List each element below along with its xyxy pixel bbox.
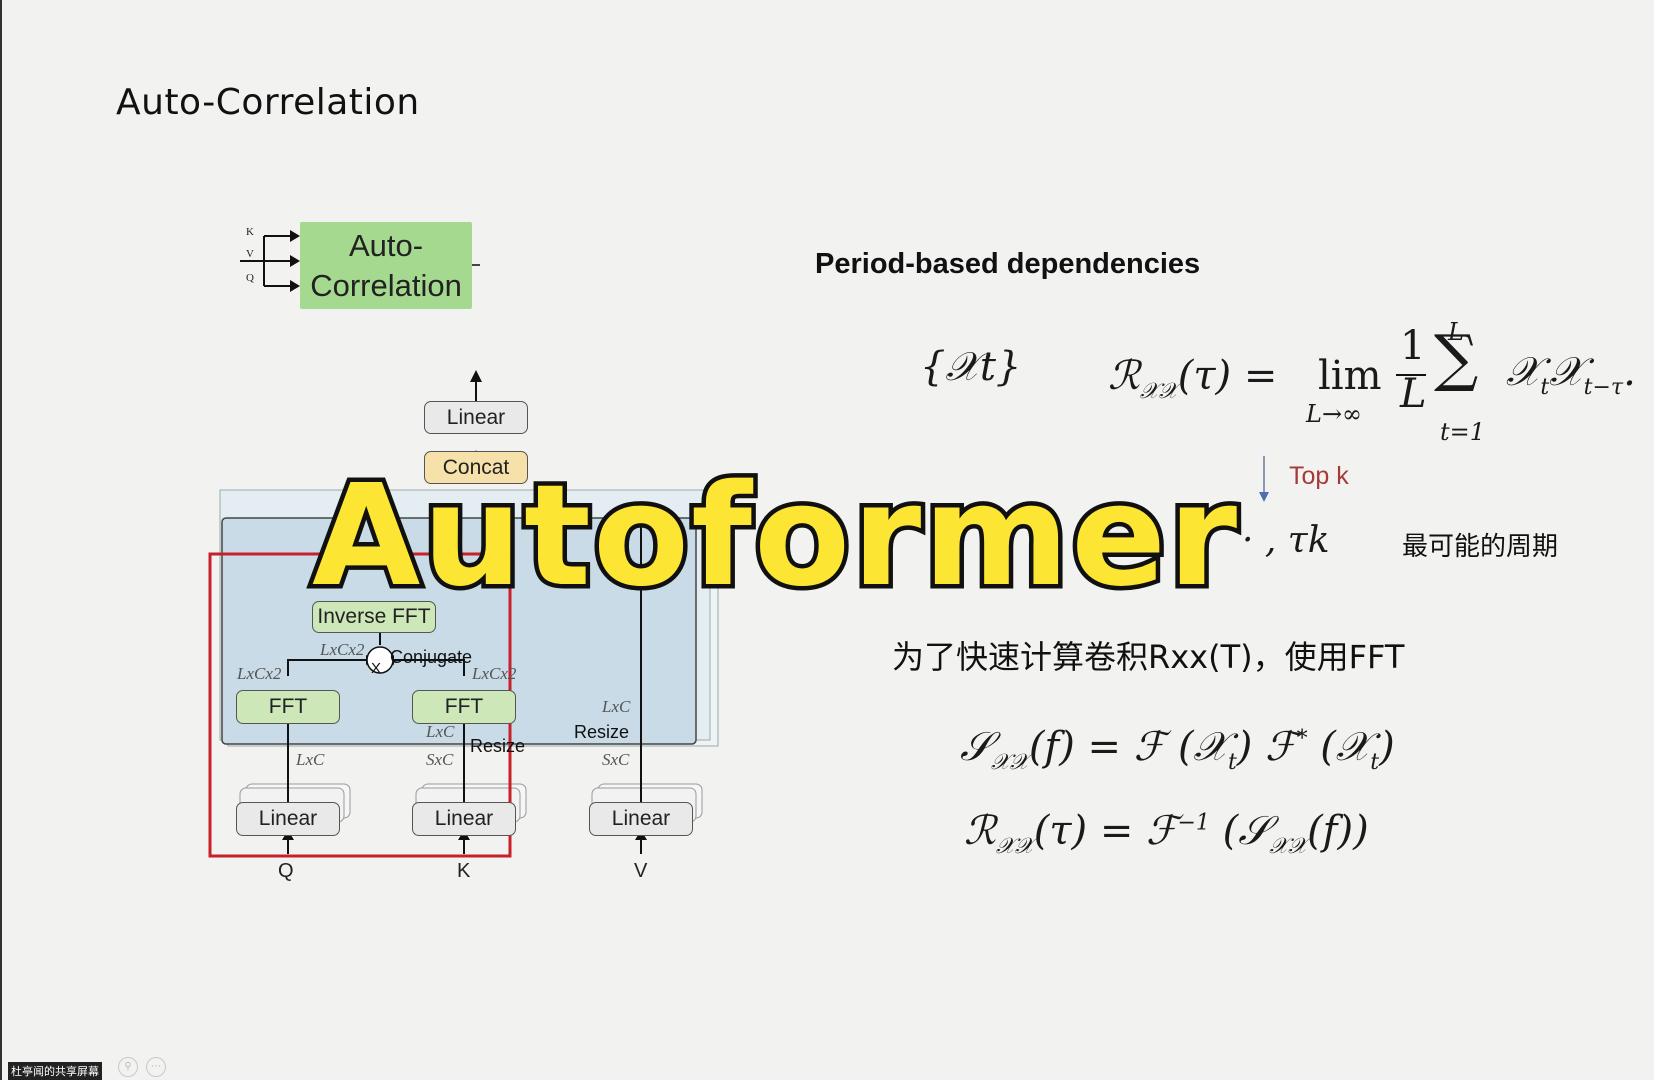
- conjugate-label: Conjugate: [390, 647, 473, 667]
- dim-v-sxc: SxC: [602, 750, 630, 769]
- period-dependencies-title: Period-based dependencies: [815, 248, 1201, 280]
- ac-input-arrows: [240, 230, 300, 292]
- share-zoom-icon[interactable]: ⚲: [118, 1057, 138, 1077]
- linear-k-box: Linear: [412, 802, 516, 836]
- linear-v-box: Linear: [589, 802, 693, 836]
- dim-q-lxc: LxC: [296, 750, 325, 769]
- ac-input-k: K: [246, 226, 254, 238]
- fft-left-box: FFT: [236, 690, 340, 724]
- dim-fft-left: LxCx2: [237, 664, 282, 683]
- resize-k-label: Resize: [470, 736, 526, 756]
- window-edge: [0, 0, 2, 1080]
- screen-share-label[interactable]: 杜亭闻的共享屏幕: [8, 1062, 102, 1080]
- auto-correlation-block: Auto- Correlation: [300, 222, 472, 309]
- ac-label-line1: Auto-: [348, 228, 424, 263]
- ac-input-v: V: [246, 248, 254, 260]
- dim-ifft-in: LxCx2: [320, 640, 365, 659]
- series-notation: {𝒳t}: [920, 344, 1022, 390]
- inverse-fft-box: Inverse FFT: [312, 601, 436, 633]
- dim-k-lxc: LxC: [426, 722, 455, 741]
- dim-fft-right: LxCx2: [472, 664, 517, 683]
- input-q: Q: [278, 860, 294, 882]
- ac-label-line2: Correlation: [310, 268, 462, 303]
- input-v: V: [634, 860, 648, 882]
- input-k: K: [457, 860, 471, 882]
- top-k-arrow: [1259, 456, 1269, 502]
- period-note: 最可能的周期: [1402, 532, 1559, 562]
- resize-v-label: Resize: [574, 722, 630, 742]
- tau-sequence: · , τk: [1242, 520, 1330, 561]
- fft-note: 为了快速计算卷积Rxx(T)，使用FFT: [892, 638, 1405, 676]
- share-more-icon[interactable]: ⋯: [146, 1057, 166, 1077]
- spectrum-equation: 𝒮𝒳𝒳(f) = ℱ (𝒳t) ℱ* (𝒳t): [960, 724, 1395, 775]
- slide-title: Auto-Correlation: [116, 82, 420, 123]
- ac-input-q: Q: [246, 272, 254, 284]
- concat-box: Concat: [424, 451, 528, 484]
- autocorrelation-equation: ℛ𝒳𝒳(τ) = lim L→∞ 1 L L ∑ t=1 𝒳t𝒳t−τ.: [1108, 318, 1636, 446]
- dim-v-lxc: LxC: [602, 697, 631, 716]
- top-k-label: Top k: [1289, 462, 1349, 490]
- autoformer-overlay-title: Autoformer: [307, 455, 1241, 618]
- dim-k-sxc: SxC: [426, 750, 454, 769]
- linear-q-box: Linear: [236, 802, 340, 836]
- fft-right-box: FFT: [412, 690, 516, 724]
- ac-output-stub: [472, 264, 480, 266]
- top-linear-box: Linear: [424, 401, 528, 434]
- inverse-equation: ℛ𝒳𝒳(τ) = ℱ−1 (𝒮𝒳𝒳(f)): [964, 808, 1369, 859]
- multiply-symbol: X: [370, 660, 381, 677]
